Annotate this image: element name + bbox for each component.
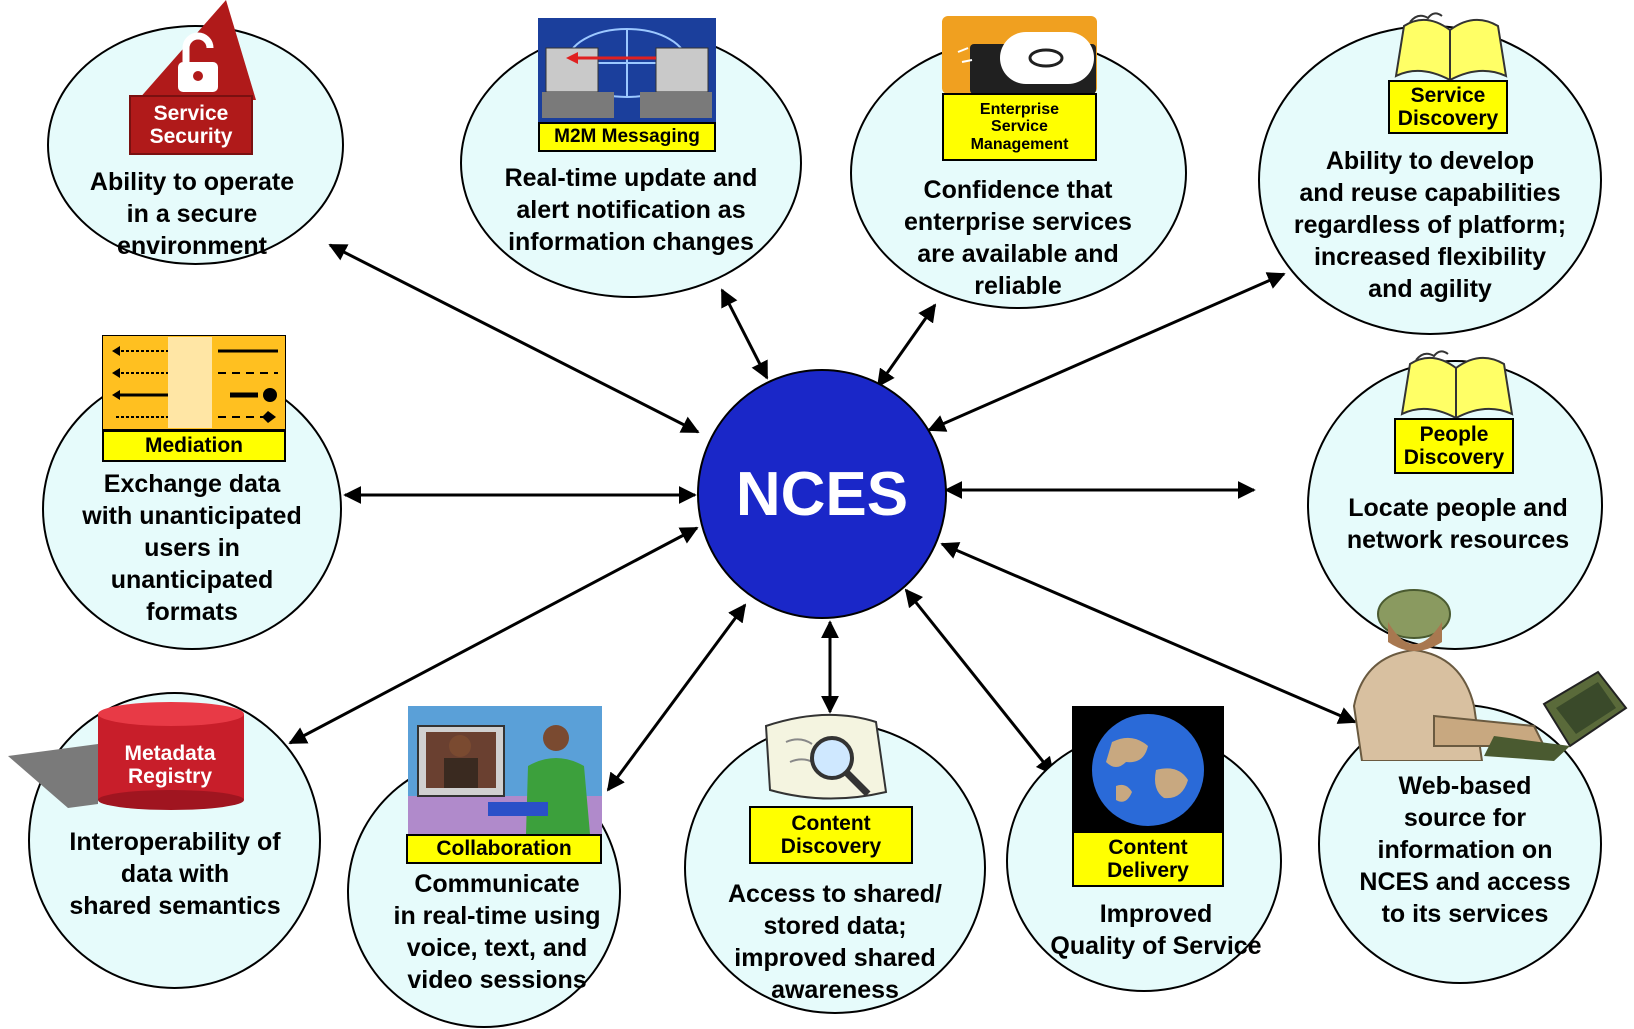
arrow-enterprise-service-management: [876, 303, 937, 388]
open-book-icon: [1394, 12, 1508, 82]
network-laptops-icon: [538, 18, 716, 122]
text-content-discovery: Access to shared/ stored data; improved …: [728, 880, 942, 1004]
text-metadata-registry: Interoperability of data with shared sem…: [69, 828, 281, 920]
mediation-arrows-icon: [102, 335, 286, 430]
tag-enterprise-service-management: Enterprise Service Management: [942, 93, 1097, 161]
text-collaboration: Communicate in real-time using voice, te…: [393, 870, 601, 994]
arrow-m2m-messaging: [720, 288, 769, 380]
tag-metadata-registry: Metadata Registry: [124, 741, 216, 788]
text-content-delivery: Improved Quality of Service: [1050, 900, 1262, 960]
text-m2m-messaging: Real-time update and alert notification …: [504, 164, 758, 256]
globe-icon: [1072, 706, 1224, 831]
tag-mediation: Mediation: [102, 430, 286, 462]
arrow-web-portal: [940, 542, 1357, 724]
tag-people-discovery: People Discovery: [1394, 418, 1514, 474]
database-cylinder-icon: [8, 702, 244, 810]
soldier-laptop-icon: [1352, 589, 1628, 761]
tag-m2m-messaging: M2M Messaging: [538, 122, 716, 152]
tape-drive-icon: [942, 16, 1097, 94]
tag-content-discovery: Content Discovery: [749, 806, 913, 864]
text-service-security: Ability to operate in a secure environme…: [89, 168, 295, 260]
tag-content-delivery: Content Delivery: [1072, 831, 1224, 887]
arrow-content-delivery: [904, 588, 1055, 776]
text-enterprise-service-management: Confidence that enterprise services are …: [904, 176, 1132, 300]
node-service-discovery: [1258, 25, 1602, 335]
tag-service-discovery: Service Discovery: [1388, 80, 1508, 134]
text-web-portal: Web-based source for information on NCES…: [1359, 772, 1571, 928]
padlock-icon: [138, 0, 256, 100]
arrow-service-discovery: [927, 272, 1286, 432]
video-call-icon: [408, 706, 602, 834]
arrow-service-security: [328, 243, 700, 434]
hub-label: NCES: [735, 459, 909, 529]
arrow-collaboration: [606, 603, 747, 792]
text-people-discovery: Locate people and network resources: [1346, 494, 1570, 554]
text-service-discovery: Ability to develop and reuse capabilitie…: [1293, 147, 1567, 303]
magnifier-icon: [764, 713, 888, 800]
nces-hub: NCES: [697, 369, 947, 619]
arrow-metadata-registry: [288, 526, 699, 745]
tag-collaboration: Collaboration: [406, 834, 602, 864]
text-mediation: Exchange data with unanticipated users i…: [82, 470, 302, 626]
tag-service-security: Service Security: [129, 95, 253, 155]
open-book-icon: [1400, 350, 1514, 420]
